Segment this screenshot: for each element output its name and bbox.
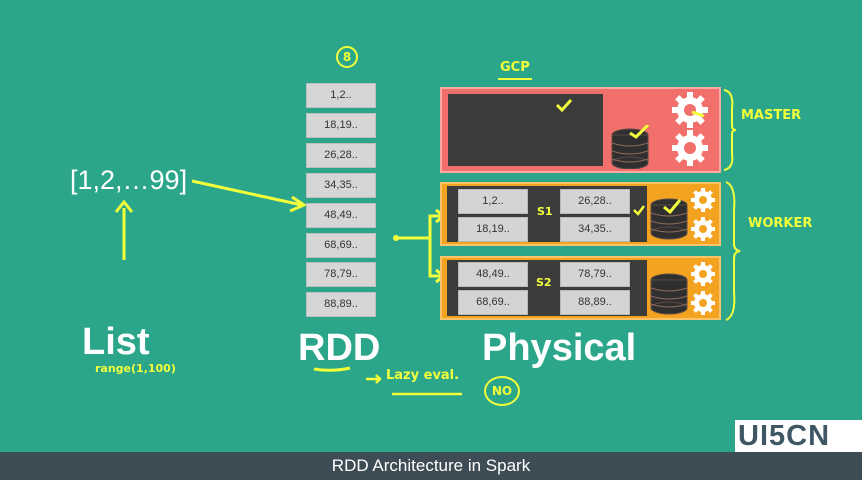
rdd-label: RDD bbox=[298, 327, 381, 369]
database-icon bbox=[650, 273, 688, 315]
range-note: range(1,100) bbox=[95, 362, 176, 375]
database-icon bbox=[611, 125, 650, 169]
arrow-icon bbox=[366, 374, 382, 384]
master-note: MASTER bbox=[741, 108, 802, 123]
rdd-partition: 48,49.. bbox=[306, 203, 376, 228]
rdd-underline-icon bbox=[313, 366, 351, 372]
worker-partition: 68,69.. bbox=[458, 290, 528, 315]
rdd-partition: 88,89.. bbox=[306, 292, 376, 317]
logo-text: UI5CN bbox=[738, 420, 831, 452]
list-to-rdd-arrow-icon bbox=[191, 179, 308, 213]
checkmark-icon bbox=[555, 98, 573, 112]
s1-label: S1 bbox=[537, 205, 553, 218]
up-arrow-icon bbox=[114, 199, 134, 260]
worker-partition: 26,28.. bbox=[560, 189, 630, 214]
logo bbox=[735, 420, 862, 452]
s2-label: S2 bbox=[536, 276, 552, 289]
master-brace-icon bbox=[723, 89, 737, 171]
rdd-partition: 78,79.. bbox=[306, 262, 376, 287]
rdd-partition: 34,35.. bbox=[306, 173, 376, 198]
no-note: NO bbox=[484, 376, 520, 406]
rdd-partition: 18,19.. bbox=[306, 113, 376, 138]
gear-icon bbox=[672, 92, 708, 166]
database-icon bbox=[650, 198, 688, 240]
whiteboard-canvas: [1,2,…99] List range(1,100) 8 1,2.. 18,1… bbox=[70, 46, 813, 406]
worker-partition: 34,35.. bbox=[560, 217, 630, 242]
caption-bar bbox=[0, 452, 862, 480]
worker-partition: 78,79.. bbox=[560, 262, 630, 287]
list-label: List bbox=[82, 321, 150, 363]
worker-partition: 1,2.. bbox=[458, 189, 528, 214]
worker-partition: 88,89.. bbox=[560, 290, 630, 315]
checkmark-icon bbox=[633, 205, 645, 216]
gear-icon bbox=[691, 188, 715, 241]
rdd-partition: 26,28.. bbox=[306, 143, 376, 168]
gcp-underline-icon bbox=[498, 78, 532, 80]
rdd-partition: 1,2.. bbox=[306, 83, 376, 108]
rdd-partition: 68,69.. bbox=[306, 233, 376, 258]
worker-partition: 48,49.. bbox=[458, 262, 528, 287]
physical-label: Physical bbox=[482, 327, 637, 369]
worker-brace-icon bbox=[725, 181, 741, 321]
worker-partition: 18,19.. bbox=[458, 217, 528, 242]
rdd-count-badge: 8 bbox=[336, 46, 358, 68]
gcp-note: GCP bbox=[500, 60, 530, 75]
gear-icon bbox=[691, 262, 715, 315]
master-screen bbox=[448, 94, 603, 166]
lazy-underline-icon bbox=[392, 392, 462, 396]
lazy-eval-note: Lazy eval. bbox=[386, 368, 460, 383]
worker-note: WORKER bbox=[748, 216, 813, 231]
video-caption: RDD Architecture in Spark bbox=[331, 456, 531, 475]
list-literal: [1,2,…99] bbox=[70, 165, 188, 195]
